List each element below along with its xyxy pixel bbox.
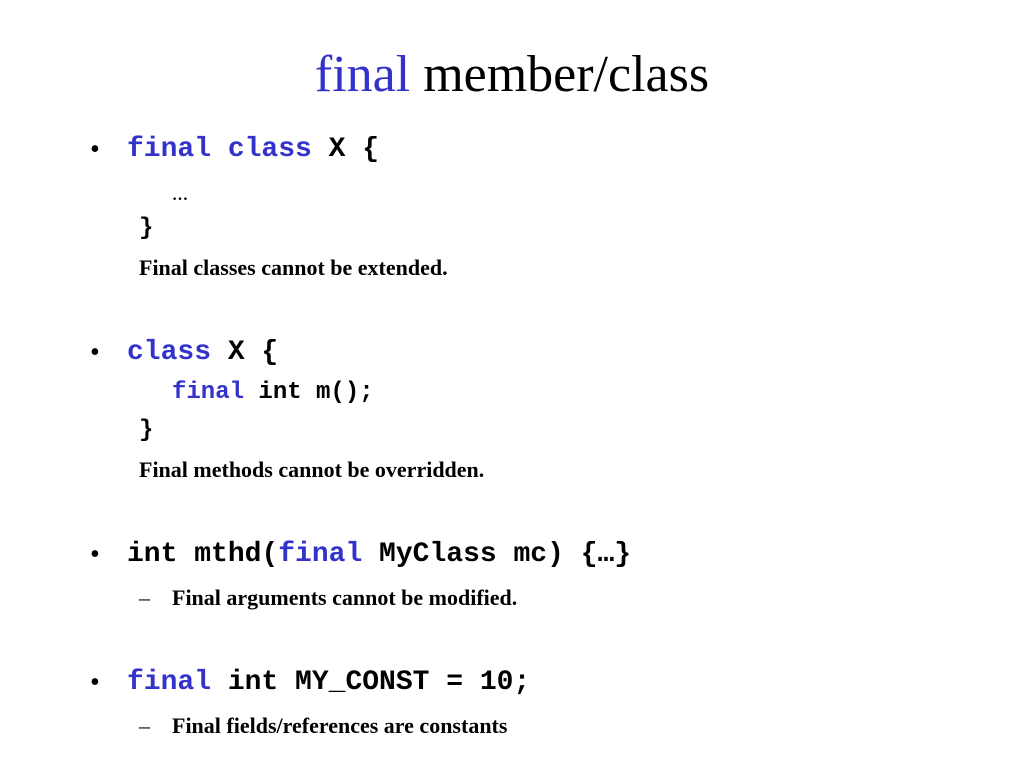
item1-close-brace: } xyxy=(139,215,154,242)
item2-close-brace: } xyxy=(139,417,154,444)
item4-note: Final fields/references are constants xyxy=(172,713,508,738)
bullet-marker: • xyxy=(90,337,100,368)
item1-keyword-final: final xyxy=(127,134,212,165)
dash-marker: – xyxy=(139,713,150,738)
item1-code: final class X { xyxy=(127,133,379,167)
item4-code-rest: int MY_CONST = 10; xyxy=(211,667,531,698)
item1-code-rest: X { xyxy=(311,134,380,165)
item3-code-post: MyClass mc) xyxy=(362,539,581,570)
item2-code: class X { xyxy=(127,336,278,370)
item3-code-pre: int mthd( xyxy=(127,539,279,570)
item4-keyword-final: final xyxy=(127,667,212,698)
item1-note: Final classes cannot be extended. xyxy=(139,255,448,280)
slide-title: final member/class xyxy=(0,40,1024,110)
bullet-marker: • xyxy=(90,134,100,165)
bullet-marker: • xyxy=(90,667,100,698)
item3-note: Final arguments cannot be modified. xyxy=(172,585,518,610)
item1-keyword-class: class xyxy=(227,134,312,165)
item2-inner-keyword: final xyxy=(172,379,245,406)
item3-code: int mthd(final MyClass mc) {…} xyxy=(127,538,631,572)
item2-note: Final methods cannot be overridden. xyxy=(139,457,485,482)
item2-inner-rest: int m(); xyxy=(244,379,374,406)
item3-code-tail: {…} xyxy=(580,539,632,570)
item2-code-rest: X { xyxy=(211,337,279,368)
item2-keyword-class: class xyxy=(127,337,212,368)
bullet-marker: • xyxy=(90,539,100,570)
title-keyword: final xyxy=(314,46,411,103)
title-rest: member/class xyxy=(410,46,710,103)
dash-marker: – xyxy=(139,585,150,610)
item4-code: final int MY_CONST = 10; xyxy=(127,666,530,700)
item1-ellipsis: … xyxy=(172,187,188,204)
item3-keyword-final: final xyxy=(278,539,363,570)
item2-inner-code: final int m(); xyxy=(172,378,374,408)
